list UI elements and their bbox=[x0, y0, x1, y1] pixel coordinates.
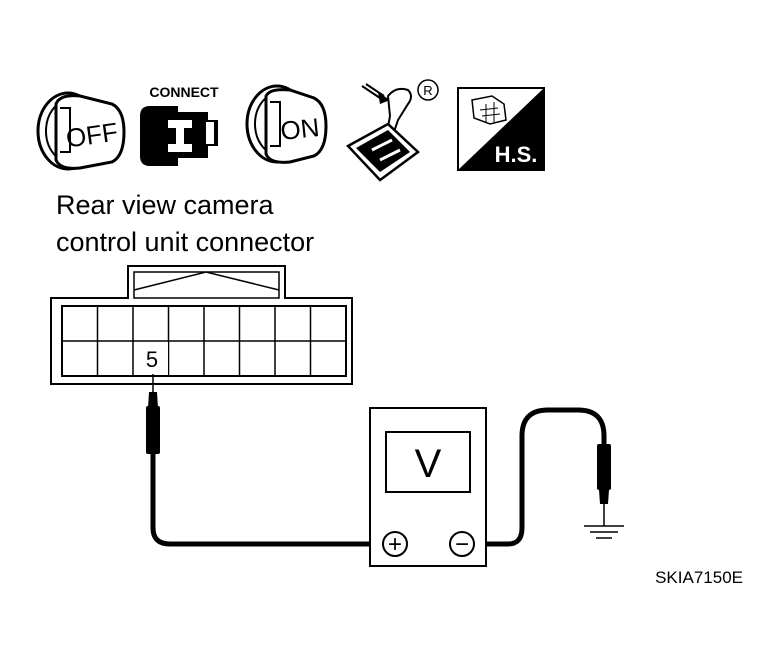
negative-terminal-symbol: − bbox=[455, 531, 469, 558]
connector-cavity-dividers bbox=[96, 306, 312, 376]
hs-text: H.S. bbox=[495, 142, 538, 167]
connector-body: 5 bbox=[50, 265, 353, 385]
registered-mark: R bbox=[423, 83, 432, 98]
ignition-on-text: ON bbox=[279, 112, 321, 146]
negative-lead-wire bbox=[476, 407, 607, 547]
ignition-off-icon: OFF bbox=[36, 91, 126, 171]
voltmeter: V + − bbox=[369, 407, 487, 567]
negative-probe bbox=[597, 444, 611, 526]
voltmeter-display: V bbox=[415, 442, 442, 486]
ignition-on-icon: ON bbox=[245, 84, 328, 164]
connector-title-line2: control unit connector bbox=[56, 227, 314, 257]
ignition-off-text: OFF bbox=[64, 117, 120, 154]
positive-lead-wire bbox=[150, 454, 380, 547]
connector-title-line1: Rear view camera bbox=[56, 190, 275, 220]
positive-probe bbox=[146, 374, 160, 454]
connect-icon: CONNECT bbox=[140, 84, 219, 166]
hs-icon: H.S. bbox=[457, 87, 545, 171]
figure-code: SKIA7150E bbox=[655, 568, 743, 587]
positive-terminal-symbol: + bbox=[388, 531, 402, 558]
shift-lever-icon: R bbox=[345, 79, 439, 182]
pin-5-label: 5 bbox=[146, 347, 158, 372]
connect-label: CONNECT bbox=[149, 84, 219, 100]
ground-symbol bbox=[584, 525, 624, 539]
